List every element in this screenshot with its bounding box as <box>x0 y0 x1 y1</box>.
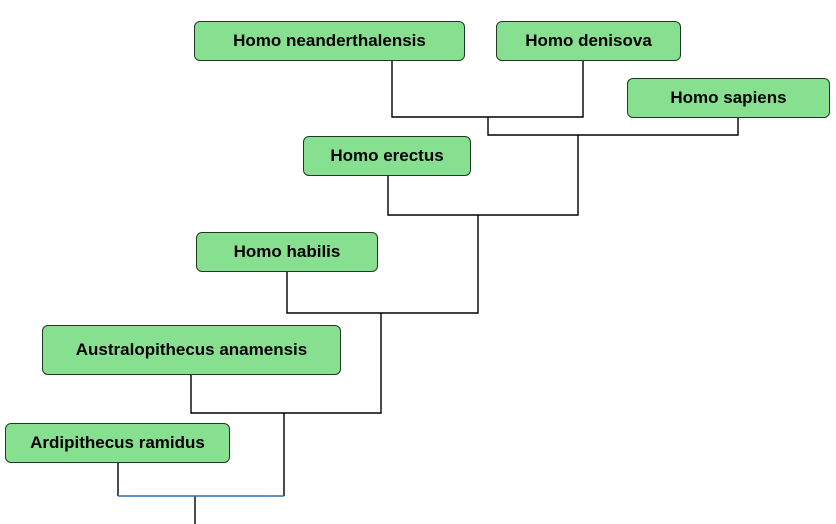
branch-to-sapiens <box>487 117 739 136</box>
node-label: Ardipithecus ramidus <box>30 433 205 452</box>
node-homo-erectus: Homo erectus <box>303 136 471 176</box>
branch-neanderthalensis-denisova <box>391 61 584 118</box>
node-australopithecus-anamensis: Australopithecus anamensis <box>42 325 341 375</box>
node-label: Homo neanderthalensis <box>233 31 426 50</box>
node-label: Homo erectus <box>330 146 444 165</box>
node-homo-neanderthalensis: Homo neanderthalensis <box>194 21 465 61</box>
node-homo-sapiens: Homo sapiens <box>627 78 830 118</box>
node-label: Australopithecus anamensis <box>75 340 308 359</box>
node-label: Homo denisova <box>525 31 652 50</box>
node-label: Homo habilis <box>233 242 341 261</box>
node-label: Homo sapiens <box>670 88 787 107</box>
node-ardipithecus-ramidus: Ardipithecus ramidus <box>5 423 230 463</box>
node-homo-habilis: Homo habilis <box>196 232 378 272</box>
node-homo-denisova: Homo denisova <box>496 21 681 61</box>
